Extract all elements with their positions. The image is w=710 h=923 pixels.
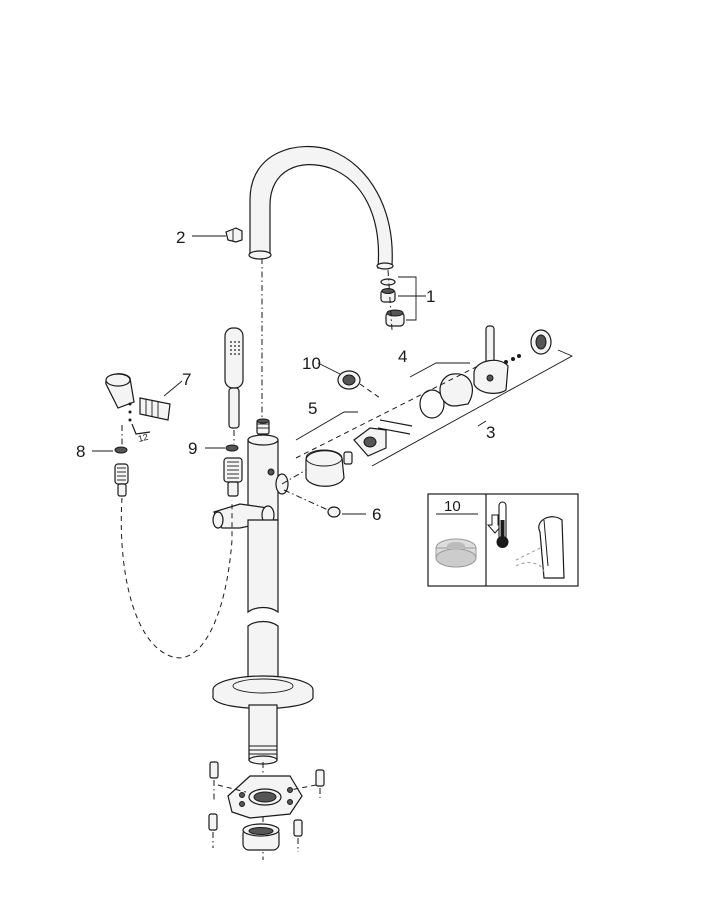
- set-screw-part-2: [225, 227, 243, 243]
- callout-4: 4: [398, 347, 407, 366]
- cap-part-10: [337, 370, 361, 390]
- inset-label: 10: [444, 498, 461, 515]
- cartridge-part-5: [305, 419, 413, 487]
- shower-hose: [120, 497, 233, 659]
- lever-screws: [504, 354, 521, 364]
- cap-illustration: [435, 538, 477, 568]
- lever-handle: [473, 325, 509, 394]
- washer-part-9: [225, 444, 239, 452]
- callout-6: 6: [372, 505, 381, 524]
- trim-cap: [530, 329, 552, 355]
- hand-shower: [224, 327, 244, 429]
- callout-3: 3: [486, 423, 495, 442]
- allen-key-icon: [131, 423, 151, 435]
- callout-10: 10: [302, 354, 321, 373]
- mixer-body: [247, 418, 289, 521]
- callout-9: 9: [188, 439, 197, 458]
- callout-5: 5: [308, 399, 317, 418]
- plug-part-6: [327, 506, 341, 518]
- lever-illustration: [515, 516, 565, 579]
- column: [247, 519, 279, 691]
- fixing-screws: [208, 761, 325, 852]
- mounting-flange: [227, 775, 303, 819]
- callout-7: 7: [182, 370, 191, 389]
- callout-1: 1: [426, 287, 435, 306]
- callout-2: 2: [176, 228, 185, 247]
- elbow-connector-part-7: [105, 373, 171, 422]
- spout: [248, 145, 394, 270]
- adapter-part-8: [114, 446, 129, 497]
- thermometer-icon: [496, 501, 509, 548]
- hose-nut: [223, 457, 243, 497]
- aerator-part-1: [380, 278, 405, 327]
- callout-8: 8: [76, 442, 85, 461]
- floor-rosette: [212, 675, 314, 710]
- locking-nut: [242, 823, 280, 851]
- allen-key-size: 12: [137, 432, 149, 444]
- sleeve-part-4: [419, 373, 473, 419]
- riser-pipe: [248, 704, 278, 765]
- inset-box: 10: [427, 493, 579, 587]
